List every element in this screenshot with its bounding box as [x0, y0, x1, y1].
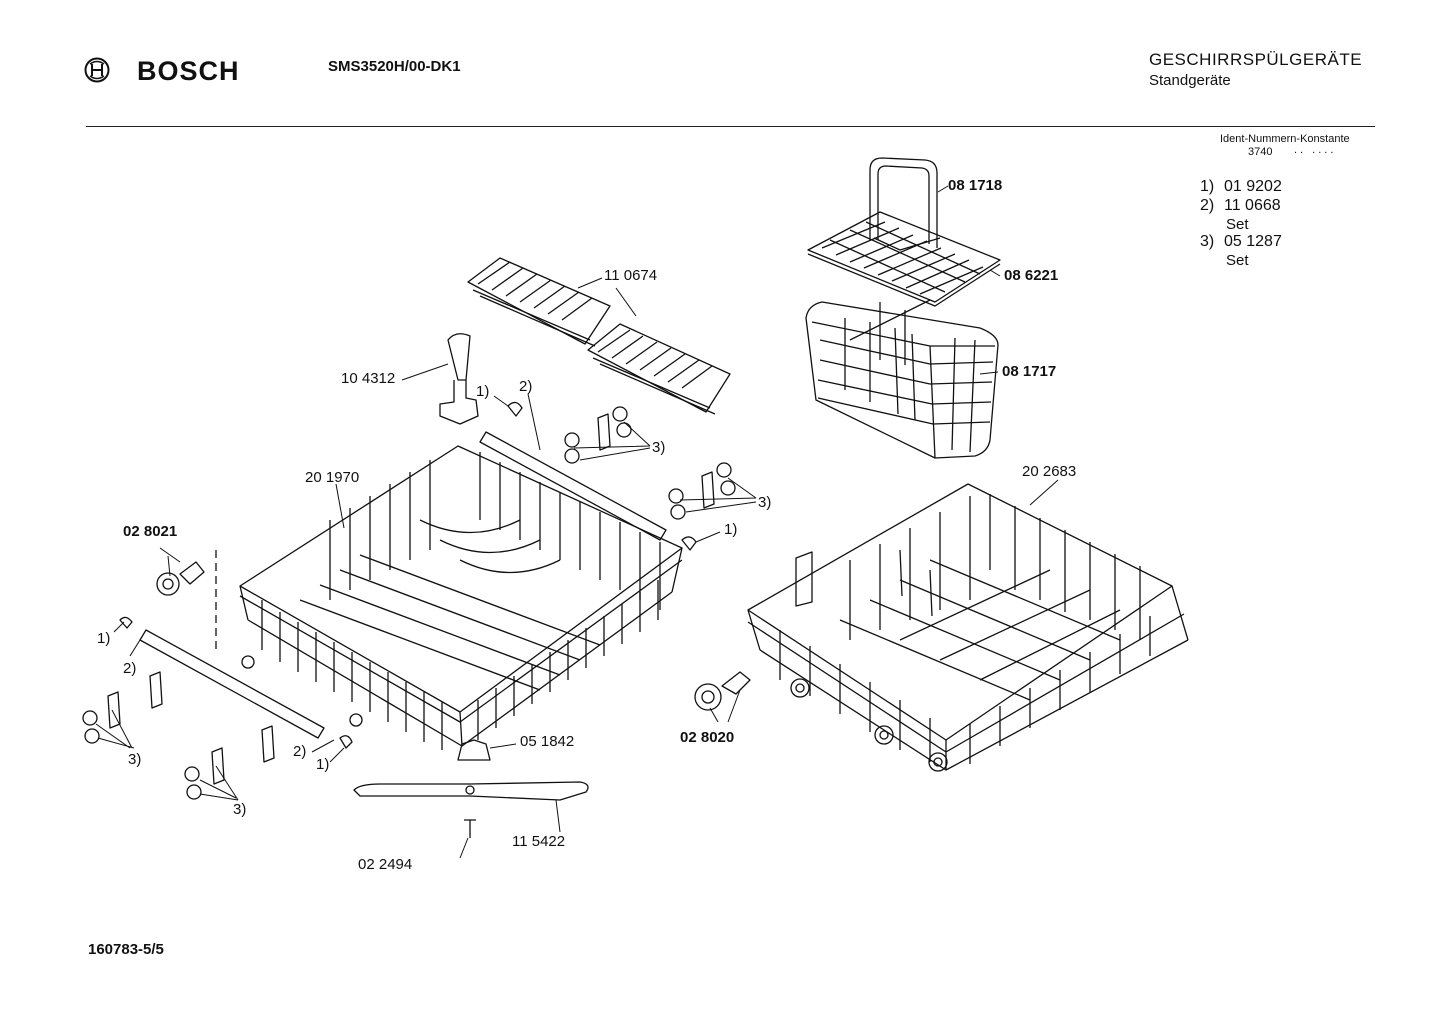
document-number: 160783-5/5 — [88, 941, 164, 958]
ref-3-right: 3) — [758, 494, 772, 511]
upper-rack-drawing — [239, 445, 683, 750]
rail-top-drawing — [479, 431, 667, 541]
footnote-note-3: Set — [1226, 252, 1249, 269]
clip-bottom-drawing — [339, 735, 353, 749]
footnote-value-1: 01 9202 — [1224, 178, 1282, 195]
ref-3-bottom: 3) — [233, 801, 247, 818]
category-title: GESCHIRRSPÜLGERÄTE — [1149, 50, 1363, 69]
label-081718: 08 1718 — [948, 177, 1003, 194]
lower-rack-drawing — [747, 483, 1189, 771]
label-086221: 08 6221 — [1004, 267, 1059, 284]
ref-1-bottom: 1) — [316, 756, 330, 773]
footnote-key-3: 3) — [1200, 233, 1215, 250]
clip-top-drawing — [507, 401, 523, 417]
lower-wheel-3 — [928, 752, 948, 772]
spray-holder-drawing — [439, 333, 479, 425]
wheel-028021-drawing — [156, 572, 180, 596]
spray-hub-drawing — [457, 739, 491, 761]
ref-1-top: 1) — [476, 383, 490, 400]
cutlery-basket-drawing — [805, 299, 999, 459]
bosch-logo-icon — [84, 57, 110, 83]
ref-2-left: 2) — [123, 660, 137, 677]
ref-2-top: 2) — [519, 378, 533, 395]
basket-handle-drawing — [869, 157, 941, 251]
label-115422: 11 5422 — [512, 833, 566, 850]
label-201970: 20 1970 — [305, 469, 360, 486]
ref-3-top: 3) — [652, 439, 666, 456]
ref-1-left: 1) — [97, 630, 111, 647]
label-022494: 02 2494 — [358, 856, 413, 873]
ref-1-right: 1) — [724, 521, 738, 538]
footnote-value-3: 05 1287 — [1224, 233, 1282, 250]
footnote-key-2: 2) — [1200, 197, 1215, 214]
ref-3-left: 3) — [128, 751, 142, 768]
lower-wheel-1 — [790, 678, 810, 698]
ident-title: Ident-Nummern-Konstante — [1220, 133, 1350, 145]
lower-wheel-2 — [874, 725, 894, 745]
clip-right-drawing — [681, 536, 697, 551]
basket-lid-drawing — [807, 211, 1001, 307]
footnote-note-2: Set — [1226, 216, 1249, 233]
rail-left-drawing — [139, 629, 325, 739]
roller-set-right-drawing — [668, 462, 736, 520]
label-110674: 11 0674 — [604, 267, 658, 284]
roller-set-top-drawing — [564, 406, 632, 464]
spray-arm-drawing — [353, 781, 589, 801]
roller-set-bottom-drawing — [184, 725, 275, 800]
footnote-value-2: 11 0668 — [1224, 197, 1281, 214]
ident-prefix: 3740 — [1248, 146, 1273, 158]
screw-drawing — [464, 819, 476, 838]
ref-2-bottom: 2) — [293, 743, 307, 760]
ident-dots: .. .... — [1294, 144, 1337, 156]
label-051842: 05 1842 — [520, 733, 575, 750]
cutlery-grid-drawing — [467, 257, 731, 415]
wheel-028020-drawing — [694, 683, 722, 711]
label-028020: 02 8020 — [680, 729, 735, 746]
label-104312: 10 4312 — [341, 370, 396, 387]
roller-set-left-drawing — [82, 671, 163, 744]
label-202683: 20 2683 — [1022, 463, 1077, 480]
subcategory-title: Standgeräte — [1149, 72, 1231, 89]
footnote-key-1: 1) — [1200, 178, 1215, 195]
clip-left-drawing — [119, 616, 133, 629]
brand-name: BOSCH — [137, 56, 240, 86]
label-081717: 08 1717 — [1002, 363, 1057, 380]
label-028021: 02 8021 — [123, 523, 178, 540]
model-number: SMS3520H/00-DK1 — [328, 58, 461, 75]
header-divider — [86, 126, 1375, 127]
